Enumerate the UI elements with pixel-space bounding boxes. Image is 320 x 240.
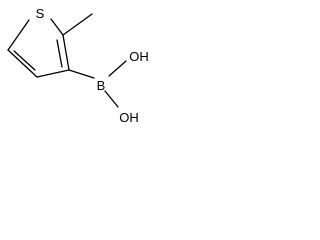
bond-c4-c5-double-inner <box>13 50 36 71</box>
atom-label-hydroxyl-bottom: OH <box>119 110 139 125</box>
bond-c3-c4 <box>36 69 70 78</box>
atom-label-sulfur: S <box>36 6 45 21</box>
bond-c3-boron <box>68 69 95 79</box>
bond-c4-c5 <box>7 49 38 78</box>
bond-c2-c3 <box>62 34 70 71</box>
bond-boron-oh-top <box>108 60 127 77</box>
molecule-structure-diagram: S B OH OH <box>7 6 149 125</box>
bond-s1-c2 <box>50 18 64 36</box>
atom-label-boron: B <box>97 78 106 93</box>
bond-c5-s1 <box>7 19 30 51</box>
bond-c2-methyl <box>62 13 93 36</box>
bond-boron-oh-bottom <box>104 90 119 108</box>
bond-c2-c3-double-inner <box>56 39 63 68</box>
atom-label-hydroxyl-top: OH <box>129 49 149 64</box>
